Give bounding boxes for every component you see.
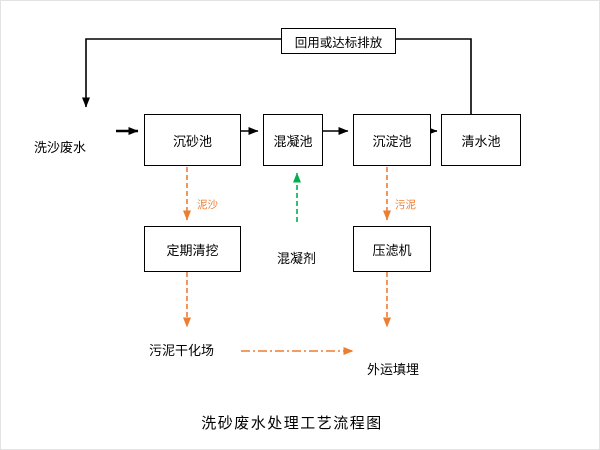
box-recycle-discharge-label: 回用或达标排放 [294,34,383,50]
influent-label: 洗沙废水 [34,141,87,156]
box-grit-chamber-label: 沉砂池 [172,134,212,150]
diagram-title: 洗砂废水处理工艺流程图 [201,414,383,432]
box-periodic-dredging-label: 定期清挖 [166,243,219,259]
offsite-landfill-label: 外运填埋 [367,363,420,378]
box-periodic-dredging: 定期清挖 [144,226,241,272]
box-filter-press-label: 压滤机 [372,243,412,259]
sludge-drying-field-label: 污泥干化场 [149,344,215,359]
box-grit-chamber: 沉砂池 [144,114,241,166]
sediment-label: 泥沙 [197,199,218,211]
recycle-loop-line [82,38,472,114]
box-clean-water-tank: 清水池 [441,114,521,166]
coagulant-label: 混凝剂 [277,252,317,267]
box-coagulation-tank-label: 混凝池 [273,134,313,150]
box-filter-press: 压滤机 [353,226,431,272]
box-coagulation-tank: 混凝池 [263,114,323,166]
box-recycle-discharge: 回用或达标排放 [281,28,396,54]
sludge-label: 污泥 [395,199,416,211]
box-clean-water-tank-label: 清水池 [461,134,501,150]
box-sedimentation-tank-label: 沉淀池 [372,134,412,150]
box-sedimentation-tank: 沉淀池 [353,114,431,166]
